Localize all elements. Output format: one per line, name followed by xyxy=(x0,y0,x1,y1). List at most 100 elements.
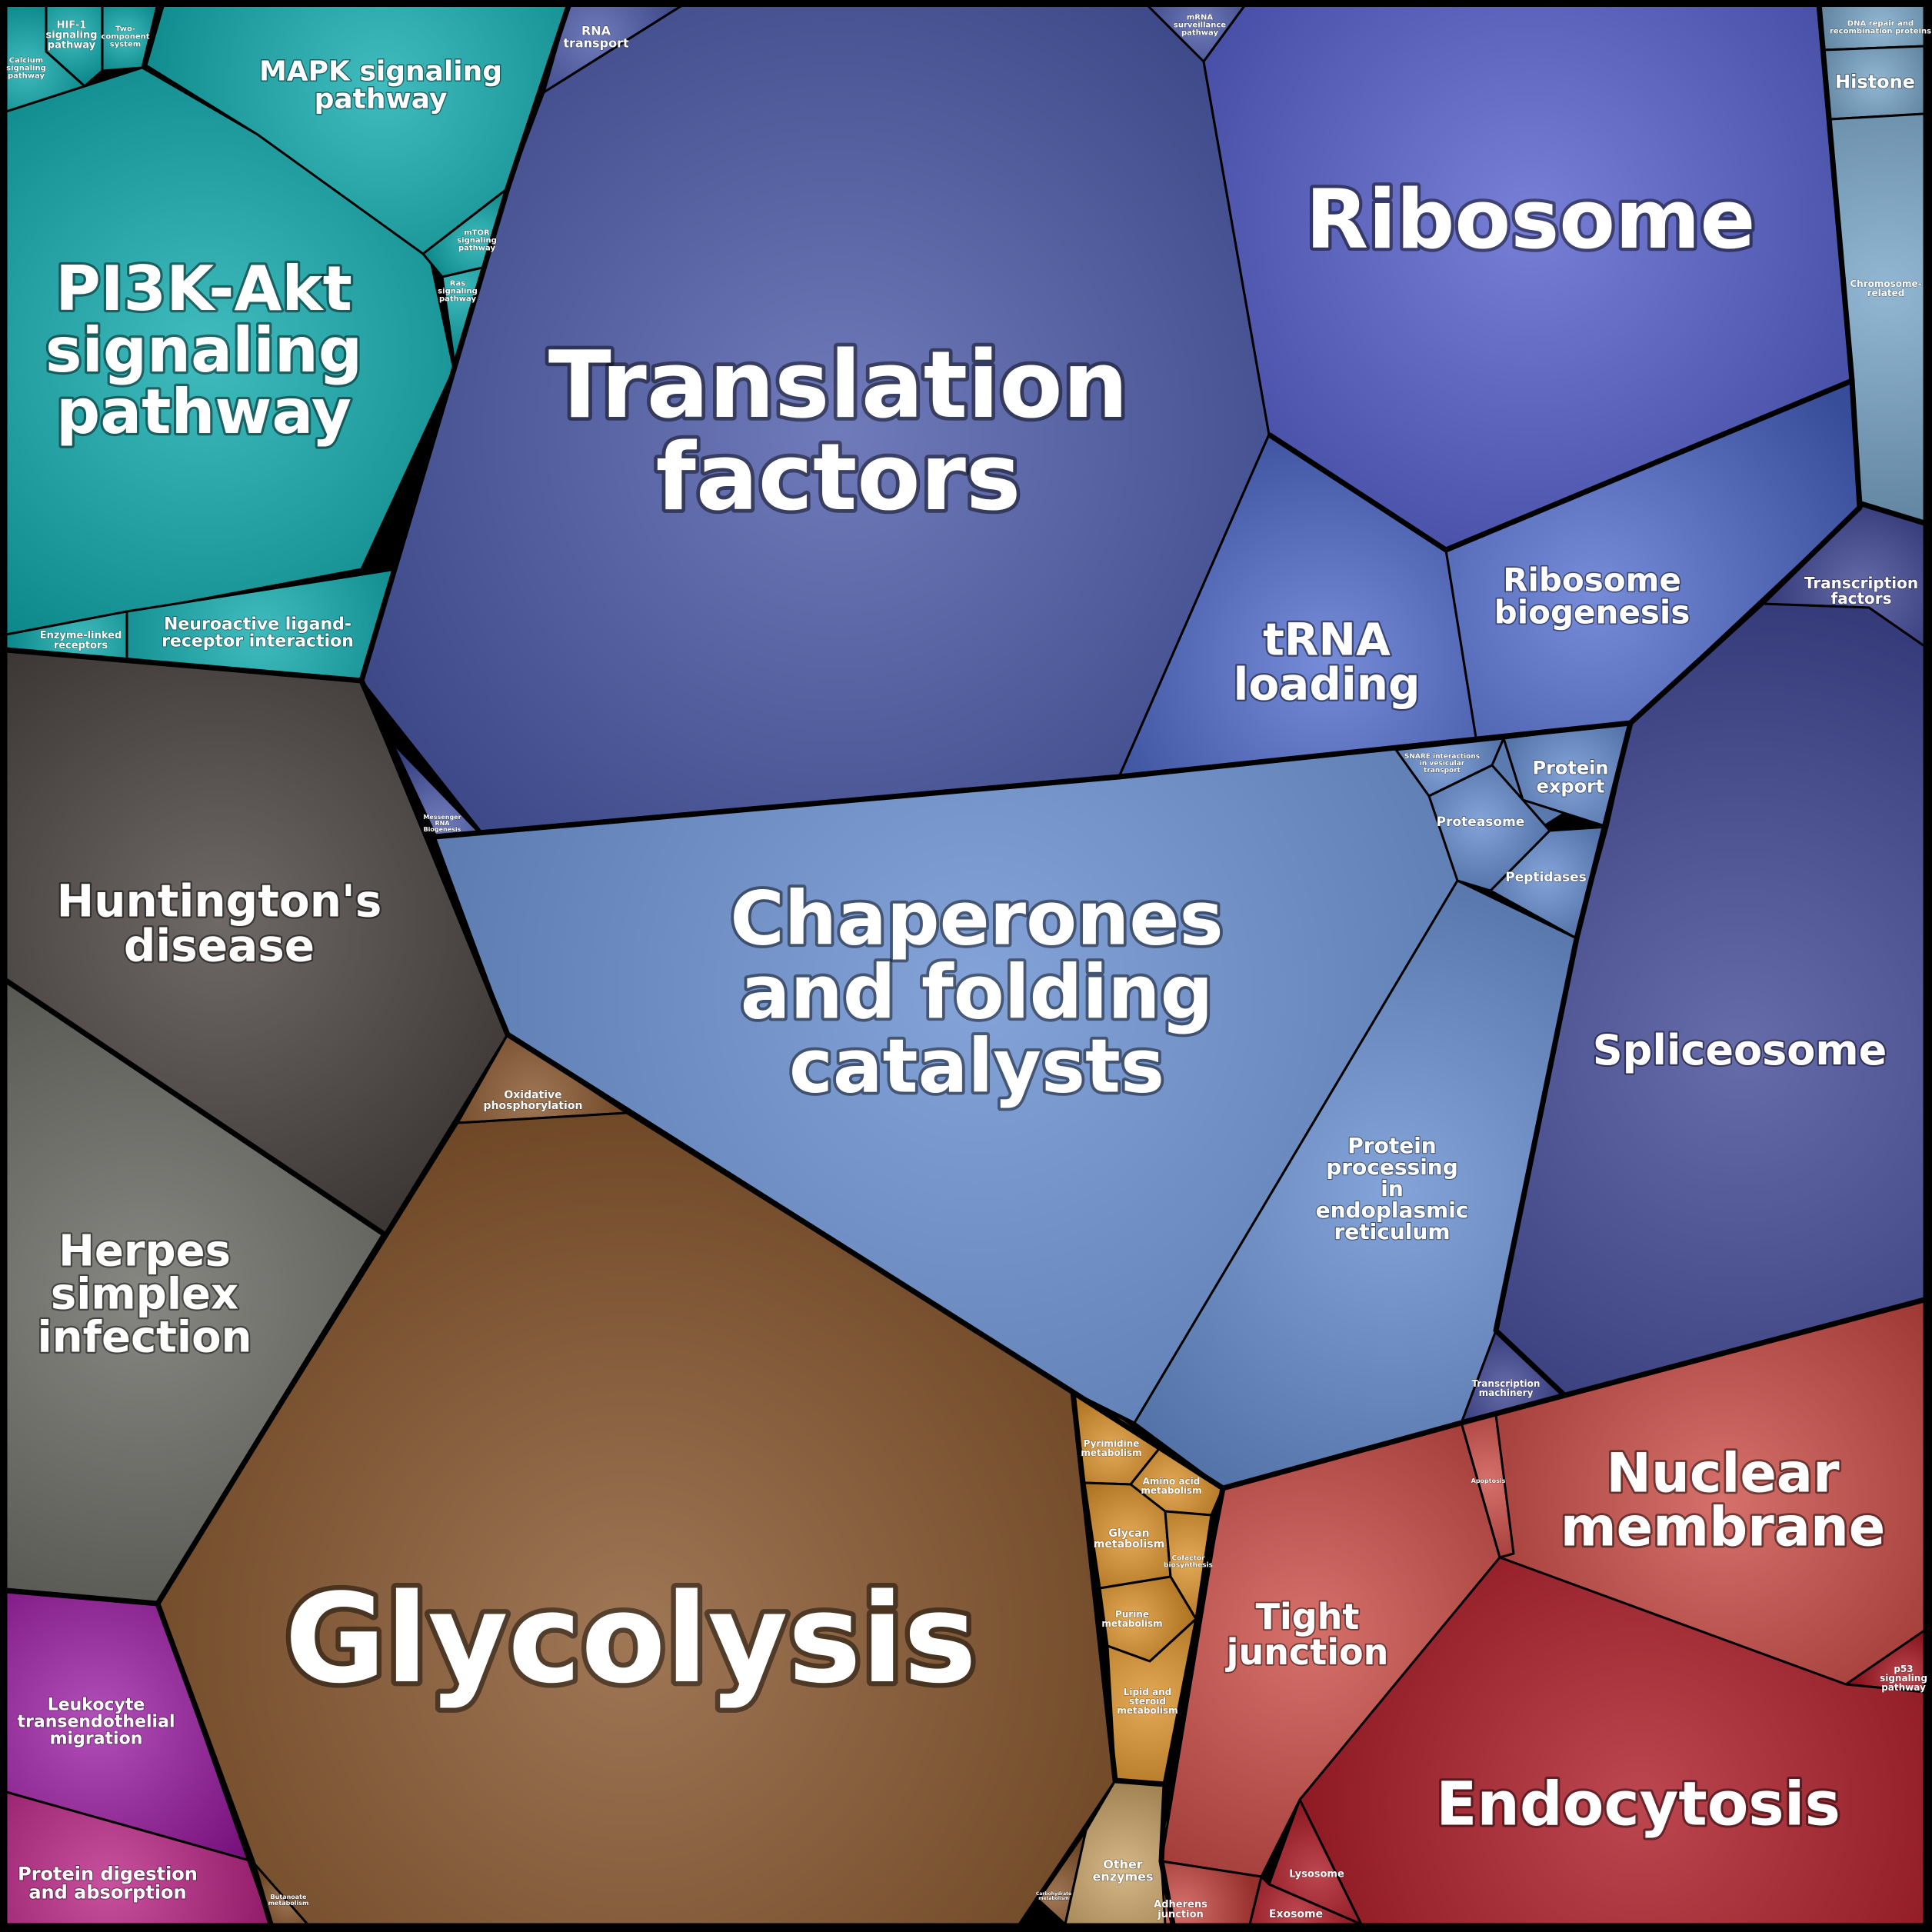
label-line: MAPK signaling xyxy=(259,56,502,88)
label-endocytosis: Endocytosis xyxy=(1436,1770,1840,1839)
label-line: signaling xyxy=(1880,1673,1927,1684)
label-line: related xyxy=(1867,288,1905,298)
label-line: Transcription xyxy=(1472,1378,1541,1389)
label-line: biosynthesis xyxy=(1164,1562,1213,1570)
label-line: metabolism xyxy=(1094,1538,1164,1551)
label-line: system xyxy=(110,41,141,49)
label-line: SNARE interactions xyxy=(1404,753,1480,761)
label-line: Biogenesis xyxy=(424,826,461,833)
label-line: pathway xyxy=(458,245,495,253)
label-line: signaling xyxy=(438,288,478,296)
label-line: Other xyxy=(1103,1857,1142,1872)
label-line: pathway xyxy=(1881,1682,1926,1693)
label-apoptosis: Apoptosis xyxy=(1471,1477,1506,1484)
label-glycolysis: Glycolysis xyxy=(285,1567,977,1710)
group-border xyxy=(5,647,1224,1491)
label-line: transport xyxy=(1424,767,1461,774)
cell-adherens-junction xyxy=(1160,1860,1263,1926)
label-line: Enzyme-linked xyxy=(40,630,122,641)
label-line: metabolism xyxy=(1101,1618,1162,1629)
label-line: and absorption xyxy=(28,1881,186,1903)
label-line: transport xyxy=(563,36,629,51)
label-line: catalysts xyxy=(789,1024,1164,1110)
label-line: Histone xyxy=(1835,71,1915,92)
label-line: Nuclear xyxy=(1606,1442,1840,1505)
label-line: Two- xyxy=(115,25,135,34)
label-line: receptor interaction xyxy=(162,632,354,651)
label-line: Cofactor xyxy=(1171,1555,1205,1563)
label-line: metabolism xyxy=(1117,1705,1178,1716)
label-line: processing xyxy=(1326,1154,1458,1180)
label-line: Protein digestion xyxy=(18,1863,198,1884)
label-line: pathway xyxy=(1181,29,1218,38)
label-line: junction xyxy=(1225,1631,1389,1673)
label-line: surveillance xyxy=(1174,22,1226,30)
group-border xyxy=(358,679,1631,840)
label-line: Proteasome xyxy=(1437,814,1525,830)
label-line: HIF-1 xyxy=(57,20,87,32)
label-line: metabolism xyxy=(1081,1447,1141,1458)
group-border xyxy=(1222,1297,1925,1491)
label-proteasome: Proteasome xyxy=(1437,814,1525,830)
label-lysosome: Lysosome xyxy=(1289,1869,1344,1880)
label-line: Amino acid xyxy=(1143,1476,1201,1487)
label-line: transendothelial xyxy=(18,1713,175,1732)
label-line: Carbohydrate xyxy=(1036,1891,1071,1897)
label-line: Chromosome- xyxy=(1850,278,1921,289)
label-peptidases: Peptidases xyxy=(1505,870,1587,885)
label-line: RNA xyxy=(581,24,611,38)
label-line: Huntington's xyxy=(57,874,382,927)
group-border xyxy=(1493,722,1634,1398)
label-line: Oxidative xyxy=(504,1089,561,1101)
label-neuroactive-ligand-receptor-interaction: Neuroactive ligand-receptor interaction xyxy=(162,615,354,651)
label-line: Glycolysis xyxy=(285,1567,977,1710)
label-line: Adherens xyxy=(1154,1899,1208,1910)
label-line: endoplasmic xyxy=(1316,1198,1469,1223)
label-line: Transcription xyxy=(1804,574,1918,592)
label-line: signaling xyxy=(46,30,98,42)
label-line: Lipid and xyxy=(1124,1687,1171,1697)
group-border xyxy=(5,978,388,1607)
label-line: Ribosome xyxy=(1503,561,1681,599)
group-border xyxy=(358,2,572,681)
label-line: in xyxy=(1381,1176,1404,1201)
label-line: factors xyxy=(1830,589,1891,608)
label-line: receptors xyxy=(54,640,108,651)
label-line: pathway xyxy=(48,40,96,52)
label-line: RNA xyxy=(435,820,450,827)
label-line: export xyxy=(1537,775,1605,797)
label-line: Tight xyxy=(1256,1596,1360,1637)
label-line: Endocytosis xyxy=(1436,1770,1840,1839)
label-line: Ras xyxy=(450,280,465,288)
label-line: recombination proteins xyxy=(1830,28,1931,36)
label-line: junction xyxy=(1157,1909,1204,1920)
label-line: Calcium xyxy=(9,57,43,65)
cell-peptidases xyxy=(1489,825,1609,940)
label-line: Protein xyxy=(1347,1133,1436,1158)
label-line: steroid xyxy=(1129,1696,1166,1707)
label-line: metabolism xyxy=(1141,1485,1201,1496)
